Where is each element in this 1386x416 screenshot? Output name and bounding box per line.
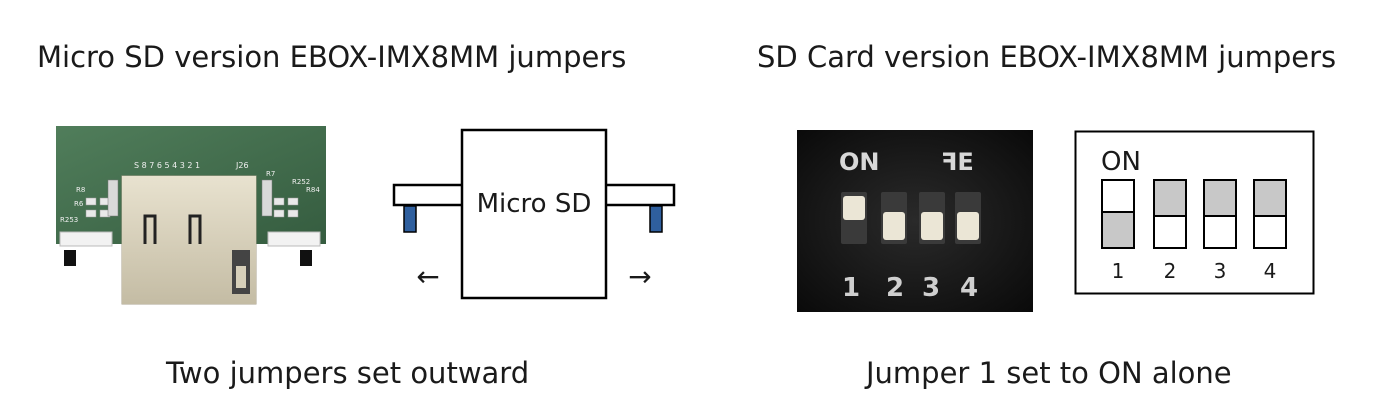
silk-r252: R252 [292,178,310,186]
photo-number-4: 4 [960,273,978,303]
photo-number-1: 1 [842,273,860,303]
diagram-number-1: 1 [1112,259,1125,283]
photo-number-3: 3 [922,273,940,303]
switch-3 [1203,179,1237,249]
silk-header: S 8 7 6 5 4 3 2 1 [134,161,200,170]
right-caption: Jumper 1 set to ON alone [866,356,1232,390]
microsd-label: Micro SD [477,189,592,219]
microsd-jumper-diagram: Micro SD ← → [392,128,676,300]
diagram-on-label: ON [1101,147,1141,177]
photo-number-2: 2 [886,273,904,303]
right-title: SD Card version EBOX-IMX8MM jumpers [757,40,1337,74]
switch-2 [1153,179,1187,249]
switch-1 [1101,179,1135,249]
silk-r253: R253 [60,216,78,224]
silk-r6: R6 [74,200,84,208]
left-title: Micro SD version EBOX-IMX8MM jumpers [37,40,627,74]
photo-logo-mark: ꟻE [941,148,974,176]
silk-r7: R7 [266,170,275,178]
diagram-number-4: 4 [1264,259,1277,283]
switch-4 [1253,179,1287,249]
microsd-board-photo: S 8 7 6 5 4 3 2 1 J26 R8 R6 R253 R7 R252… [56,126,326,306]
dip-switch-photo: ON ꟻE 1 2 3 4 [797,130,1033,312]
left-caption: Two jumpers set outward [166,356,530,390]
left-jumper-marker [403,205,417,233]
silk-r8: R8 [76,186,85,194]
photo-on-label: ON [839,148,880,176]
right-jumper-marker [649,205,663,233]
silk-r84: R84 [306,186,320,194]
arrow-right-icon: → [628,260,651,293]
diagram-number-3: 3 [1214,259,1227,283]
dip-switch-diagram: ON 1 2 3 4 [1074,130,1315,295]
arrow-left-icon: ← [416,260,439,293]
diagram-number-2: 2 [1164,259,1177,283]
silk-j26: J26 [235,161,249,170]
